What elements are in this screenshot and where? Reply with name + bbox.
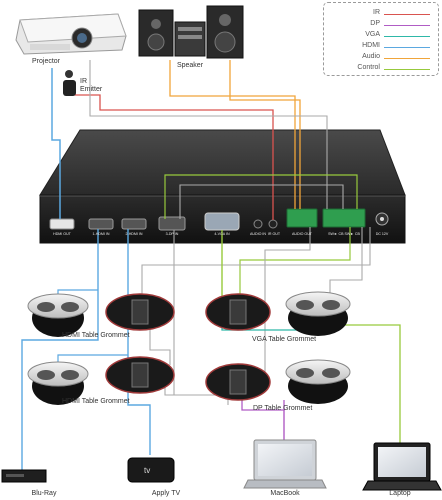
hdmi-cable-appletv [127, 229, 151, 455]
hdmi-grommet-2 [27, 361, 89, 405]
projector-device [15, 13, 127, 55]
port-label-audio-out: AUDIO OUT [292, 232, 312, 236]
legend-item-label: VGA [365, 31, 380, 38]
legend-item: Audio [324, 53, 440, 63]
hdmi-grommet-underside-2 [105, 356, 175, 394]
control-terminal[interactable] [322, 208, 366, 228]
hdmi-grommet-underside-1 [105, 293, 175, 331]
control-cable-projector [89, 60, 328, 209]
hdmi-grommet-1-label: HDMI Table Grommet [62, 332, 130, 339]
port-label-control: SW► CB SW► CB [328, 232, 360, 236]
port-label-hdmi-in-1: 1-HDMI IN [92, 232, 110, 236]
speaker-label: Speaker [176, 62, 204, 69]
dp-grommet-label: DP Table Grommet [253, 405, 313, 412]
audio-cable [169, 60, 296, 209]
vga-grommet [285, 291, 351, 336]
appletv-device: tv [127, 457, 175, 483]
vga-in-port[interactable] [204, 212, 240, 231]
port-label-ir-out: IR OUT [267, 232, 281, 236]
svg-text:tv: tv [144, 466, 150, 475]
port-label-dp-in: 3-DP IN [165, 232, 179, 236]
macbook-device [243, 439, 327, 489]
ir-cable [75, 94, 274, 220]
legend-item: HDMI [324, 42, 440, 52]
switcher-ports [49, 208, 389, 231]
legend-item: VGA [324, 31, 440, 41]
port-label-hdmi-in-2: 2-HDMI IN [125, 232, 143, 236]
hdmi-cable-bluray [21, 229, 99, 470]
legend-swatch-line [384, 69, 430, 70]
legend-swatch-line [384, 14, 430, 15]
legend-item-label: HDMI [362, 42, 380, 49]
hdmi-out-port[interactable] [49, 218, 75, 230]
dp-grommet [285, 359, 351, 404]
hdmi-grommet-1 [27, 293, 89, 337]
speaker-device [138, 5, 244, 59]
legend-swatch-line [384, 36, 430, 37]
port-label-audio-in: AUDIO IN [250, 232, 266, 236]
port-label-power: DC 12V [375, 232, 389, 236]
legend-item: IR [324, 9, 440, 19]
legend-item-label: IR [373, 9, 380, 16]
ir-out-jack[interactable] [268, 219, 278, 229]
vga-grommet-underside [205, 293, 271, 331]
audio-in-jack[interactable] [253, 219, 263, 229]
projector-label: Projector [31, 58, 61, 65]
port-label-vga-in: 4-VGA IN [214, 232, 230, 236]
legend-item-label: DP [370, 20, 380, 27]
ir-emitter-label: IR Emitter [80, 78, 103, 93]
appletv-label: Apply TV [151, 490, 181, 497]
vga-grommet-label: VGA Table Grommet [252, 336, 317, 343]
hdmi-in-1-port[interactable] [88, 218, 114, 230]
laptop-label: Laptop [389, 490, 411, 497]
bluray-label: Blu-Ray [31, 490, 57, 497]
hdmi-in-2-port[interactable] [121, 218, 147, 230]
legend-item-label: Control [357, 64, 380, 71]
legend-item: DP [324, 20, 440, 30]
audio-out-terminal[interactable] [286, 208, 318, 228]
port-label-hdmi-out: HDMI OUT [53, 232, 71, 236]
legend-swatch-line [384, 25, 430, 26]
macbook-label: MacBook [270, 490, 300, 497]
legend-swatch-line [384, 58, 430, 59]
switcher-box [39, 129, 406, 244]
control-cable-grommets [239, 227, 351, 300]
dp-in-port[interactable] [158, 216, 186, 231]
hdmi-cable-projector [51, 68, 61, 219]
hdmi-grommet-2-label: HDMI Table Grommet [62, 398, 130, 405]
dp-grommet-underside [205, 363, 271, 401]
legend-swatch-line [384, 47, 430, 48]
bluray-device [1, 469, 47, 483]
legend-item: Control [324, 64, 440, 74]
laptop-device [362, 442, 442, 491]
ir-emitter-device [63, 70, 76, 96]
legend-item-label: Audio [362, 53, 380, 60]
